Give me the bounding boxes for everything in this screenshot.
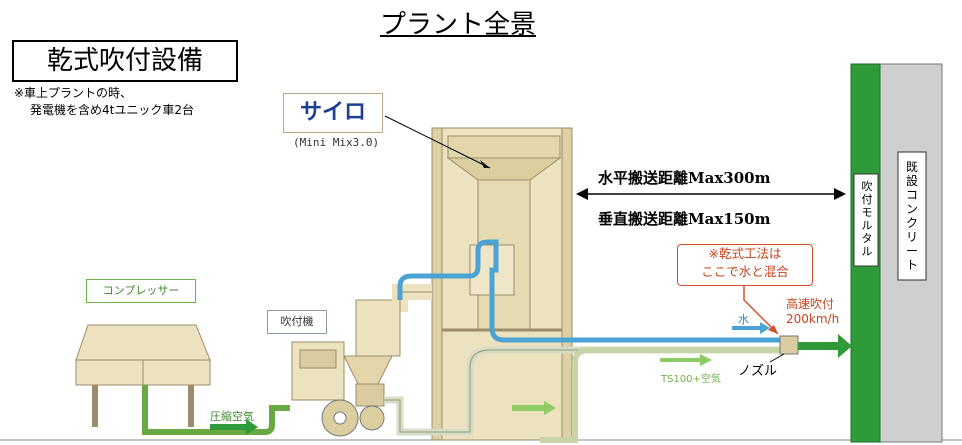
dry-method-note-line1: ※乾式工法は bbox=[708, 246, 782, 261]
speed-label: 高速吹付 bbox=[786, 297, 835, 311]
distance-arrow-right-head bbox=[834, 188, 846, 200]
dry-method-note: ※乾式工法は ここで水と混合 bbox=[677, 244, 813, 286]
mortar-label-frame bbox=[853, 173, 879, 267]
compressed-air-label: 圧縮空気 bbox=[210, 410, 254, 423]
horizontal-distance: 水平搬送距離Max300m bbox=[598, 169, 771, 187]
air-arrow bbox=[210, 419, 258, 435]
silo-model: (Mini Mix3.0) bbox=[293, 136, 380, 149]
existing-concrete-label: 既設コンクリート bbox=[905, 160, 918, 272]
ts-arrow bbox=[660, 354, 712, 366]
compressor bbox=[75, 324, 211, 427]
silo-label: サイロ bbox=[283, 93, 383, 133]
feed-pipe bbox=[392, 284, 432, 312]
nozzle-label: ノズル bbox=[738, 364, 778, 379]
truck-note-line2: 発電機を含め4tユニック車2台 bbox=[30, 103, 194, 117]
main-hose bbox=[540, 347, 782, 443]
spraying-machine-label: 吹付機 bbox=[267, 310, 327, 334]
silo-pointer bbox=[384, 115, 491, 169]
truck-note-line1: ※車上プラントの時、 bbox=[14, 86, 133, 100]
distance-arrow-left-head bbox=[576, 188, 588, 200]
page-title: プラント全景 bbox=[380, 10, 537, 40]
spray-arrow bbox=[798, 334, 852, 358]
ts100-label: TS100+空気 bbox=[661, 374, 721, 385]
system-label: 乾式吹付設備 bbox=[12, 40, 238, 82]
concrete-label-frame bbox=[897, 151, 927, 281]
nozzle-pointer bbox=[769, 353, 785, 363]
speed-value: 200km/h bbox=[786, 312, 840, 326]
water-arrow bbox=[732, 322, 770, 334]
note-pointer bbox=[743, 284, 779, 335]
sprayed-mortar-label: 吹付モルタル bbox=[861, 180, 873, 258]
compressor-label: コンプレッサー bbox=[86, 279, 196, 303]
vertical-distance: 垂直搬送距離Max150m bbox=[598, 210, 771, 228]
nozzle bbox=[779, 335, 799, 355]
dry-method-note-line2: ここで水と混合 bbox=[701, 264, 789, 279]
water-label: 水 bbox=[738, 313, 749, 326]
silo-pointer-head bbox=[480, 160, 490, 168]
ts-arrow-2 bbox=[512, 401, 556, 415]
compressed-air-pipe bbox=[142, 385, 290, 435]
water-pipe bbox=[397, 239, 782, 343]
spraying-machine bbox=[291, 299, 401, 437]
silo bbox=[431, 127, 573, 441]
